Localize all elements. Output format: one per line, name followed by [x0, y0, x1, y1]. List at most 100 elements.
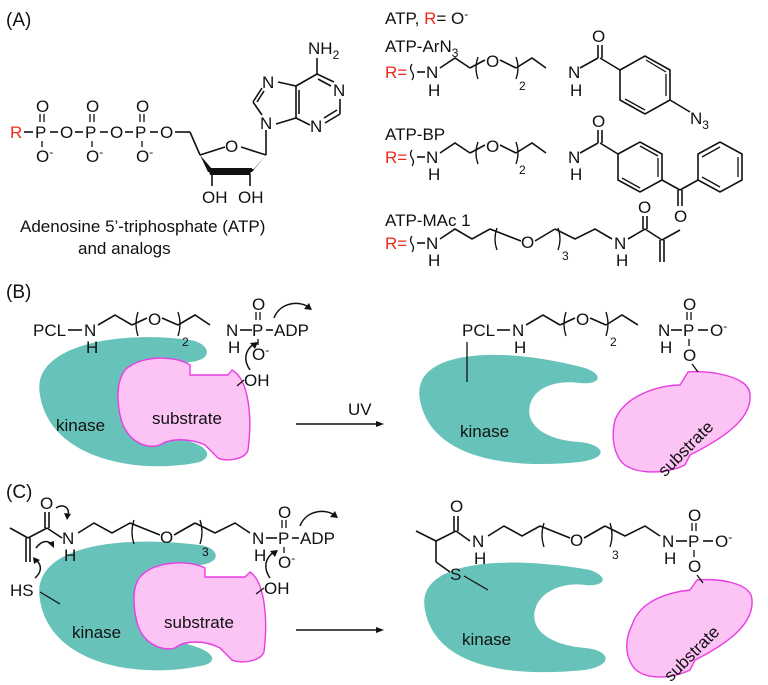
p-c-left: P [278, 529, 289, 548]
analog-bp-name: ATP-BP [385, 125, 445, 144]
phosphorus-2: P [85, 123, 96, 142]
nh-c-h: H [428, 251, 440, 270]
o-minus-b-right: O- [710, 319, 727, 340]
ketone-o: O [674, 207, 687, 226]
adenine: N OH N NH2 N N [238, 39, 345, 207]
n-c-right: N [662, 532, 674, 551]
s-c-right: S [450, 565, 461, 584]
substrate-c-right: substrate [626, 578, 753, 685]
n-c-left-h: H [254, 546, 266, 565]
o-minus-c-left: O- [278, 551, 295, 572]
o-5prime: O [160, 123, 173, 142]
carbonyl-o-c: O [638, 198, 651, 217]
repeat-count-a: 2 [519, 79, 526, 93]
n-c-left: N [252, 529, 264, 548]
kinase-label-b-left: kinase [56, 416, 105, 435]
analog-atp-name: ATP, R= O- [385, 7, 468, 28]
curved-arrow-adp-b [273, 302, 311, 319]
p-b-left: P [252, 321, 263, 340]
panel-b-right: kinase substrate PCL N H O 2 N H P O O- … [419, 295, 751, 480]
curved-arrow-oh-c [265, 551, 275, 579]
analog-bp-r: R= [385, 148, 407, 167]
pcl-b-right: PCL [462, 321, 495, 340]
amide-n-b-right: N [658, 321, 670, 340]
triphosphate-chain: R P O O- O P O O- O P O O- O [10, 97, 190, 166]
ether-o-b: O [486, 137, 499, 156]
kinase-label-c-right: kinase [462, 630, 511, 649]
repeat-count-c: 3 [562, 249, 569, 263]
curved-arrow-adp-c [299, 510, 337, 527]
oxo-2: O [86, 97, 99, 116]
ester-o-b-right: O [683, 346, 696, 365]
panel-b-left: kinase substrate PCL N H O 2 N H P O O- … [33, 295, 312, 467]
n1: N [333, 81, 345, 100]
oh-c-left: OH [264, 579, 290, 598]
nh-b-left: N [84, 321, 96, 340]
amide-n-a: N [568, 63, 580, 82]
amide-h-b-right: H [660, 338, 672, 357]
pcl-b-left: PCL [33, 321, 66, 340]
o-minus-2: O- [86, 145, 103, 166]
ether-o-b-left: O [148, 310, 161, 329]
atp-caption-line1: Adenosine 5’-triphosphate (ATP) [20, 217, 265, 236]
panel-c-right: kinase substrate O S N H O 3 N H P O O- [415, 497, 753, 685]
amide-h-b: H [570, 165, 582, 184]
reaction-arrow-c [296, 627, 384, 633]
repeat-b-left: 2 [182, 335, 189, 349]
ester-o-c-right: O [688, 557, 701, 576]
ring-oxygen: O [225, 137, 238, 156]
n7: N [262, 73, 274, 92]
bridge-o-2: O [110, 123, 123, 142]
amide-h-a: H [570, 81, 582, 100]
carbonyl-o-a: O [592, 27, 605, 46]
phosphorus-3: P [135, 123, 146, 142]
atp-caption-line2: and analogs [78, 239, 171, 258]
analog-atp-arn3: ATP-ArN3 R= N H O 2 N H O N3 [385, 27, 709, 132]
n3: N [310, 117, 322, 136]
ether-o-b-right: O [576, 310, 589, 329]
reaction-arrow-b: UV [296, 400, 384, 427]
ribose-ring: O OH [189, 130, 267, 207]
hs-c-left: HS [10, 581, 34, 600]
substrate-label-b-left: substrate [152, 409, 222, 428]
ether-o-c-left: O [160, 528, 173, 547]
kinase-label-b-right: kinase [460, 422, 509, 441]
amide-n-c-left: N [62, 529, 74, 548]
substrate-b-left: substrate [117, 357, 251, 461]
panel-c-left: kinase substrate O N H O 3 N H P O O- [9, 494, 338, 671]
amide-n-b: N [568, 148, 580, 167]
adp-c-left: ADP [300, 529, 335, 548]
nh-a: N [426, 63, 438, 82]
repeat-count-b: 2 [519, 163, 526, 177]
oxo-b-right: O [683, 295, 696, 314]
ether-o-c-right: O [570, 531, 583, 550]
o-minus-c-right: O- [715, 530, 732, 551]
panel-a-label: (A) [6, 10, 31, 31]
p-b-right: P [683, 321, 694, 340]
amide-h-c: H [616, 251, 628, 270]
kinase-b-right: kinase [419, 354, 601, 465]
substrate-c-left: substrate [133, 562, 267, 663]
oxo-1: O [36, 97, 49, 116]
n-c-right-h: H [664, 549, 676, 568]
amine: NH2 [308, 39, 340, 62]
hydroxyl-3prime: OH [238, 188, 264, 207]
p-c-right: P [688, 532, 699, 551]
carbonyl-o-c-left: O [40, 494, 53, 513]
repeat-c-left: 3 [202, 545, 209, 559]
oxo-b-left: O [252, 295, 265, 314]
curved-arrow-oh-b [245, 343, 255, 371]
o-minus-b-left: O- [252, 343, 269, 364]
analog-arn3-r: R= [385, 63, 407, 82]
substrate-label-c-left: substrate [164, 613, 234, 632]
analog-atp-mac: ATP-MAc 1 R= N H O 3 N H O [385, 198, 681, 270]
analog-mac-r: R= [385, 234, 407, 253]
analog-atp: ATP, R= O- [385, 7, 468, 28]
nh-b-right-h: H [514, 338, 526, 357]
adp-b-left: ADP [274, 321, 309, 340]
amide-n-c-right: N [472, 532, 484, 551]
o-minus-1: O- [36, 145, 53, 166]
carbonyl-o-b: O [592, 112, 605, 131]
nh-a-h: H [428, 81, 440, 100]
azide-group: N3 [690, 109, 709, 132]
